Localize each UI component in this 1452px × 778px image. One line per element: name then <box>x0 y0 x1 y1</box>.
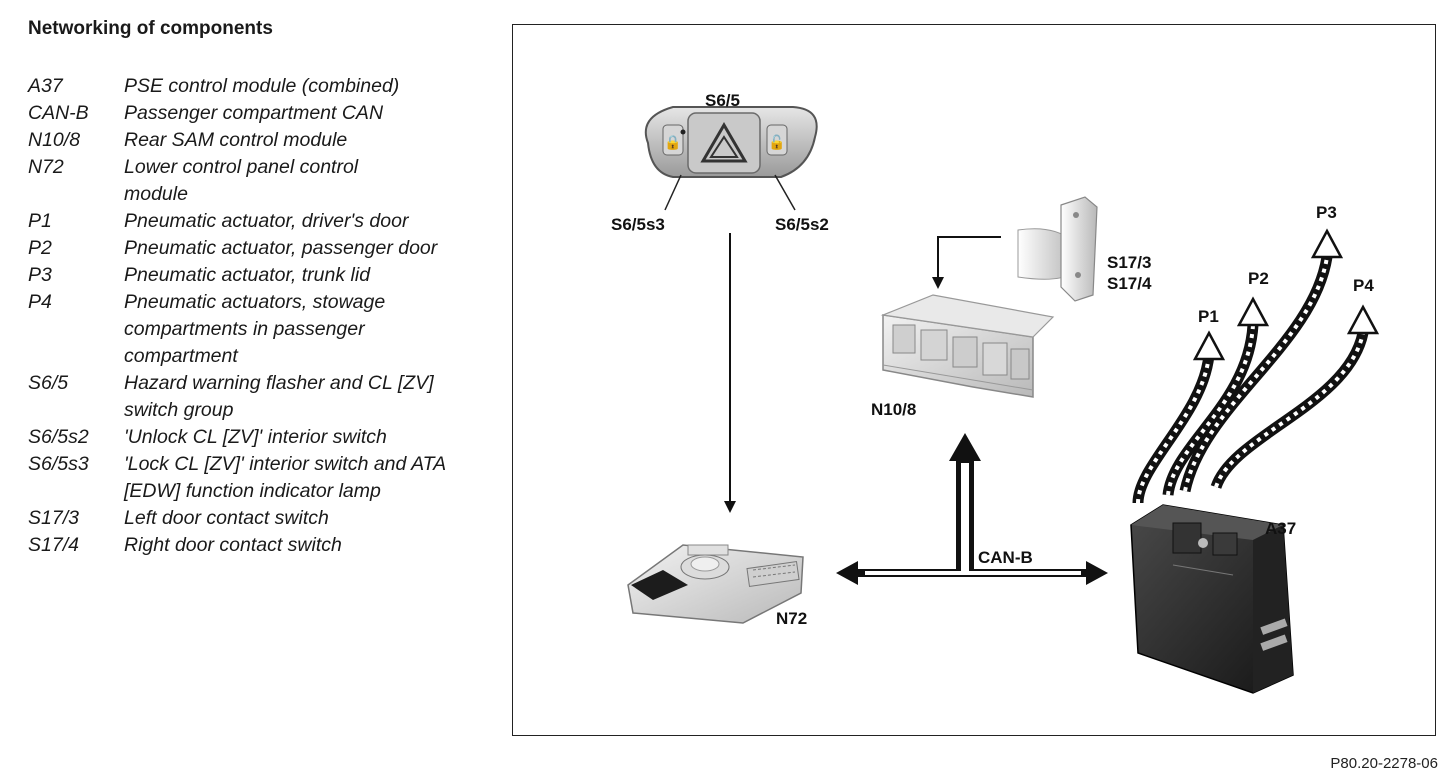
hazard-triangle-icon <box>700 122 748 163</box>
legend-item: P3 Pneumatic actuator, trunk lid <box>28 262 498 289</box>
lock-icon: 🔒 <box>664 134 681 151</box>
p2-arrow-icon <box>1236 296 1270 327</box>
legend-desc: Pneumatic actuators, stowage compartment… <box>124 291 386 367</box>
legend-desc: Left door contact switch <box>124 507 329 529</box>
legend-code: S6/5s2 <box>28 426 89 448</box>
unlock-button <box>766 124 788 156</box>
legend-code: S17/3 <box>28 507 79 529</box>
s6-5-to-n72-arrow <box>724 233 736 513</box>
legend-desc: Rear SAM control module <box>124 129 348 151</box>
legend-item: P2 Pneumatic actuator, passenger door <box>28 235 498 262</box>
p4-arrow-icon <box>1346 304 1380 335</box>
door-contact-switch <box>1017 196 1098 302</box>
label-s6-5s2: S6/5s2 <box>775 215 829 234</box>
legend-desc: Lower control panel control module <box>124 156 359 205</box>
legend-item: N10/8 Rear SAM control module <box>28 127 498 154</box>
legend-item: P4 Pneumatic actuators, stowage compartme… <box>28 289 498 370</box>
legend-item: S6/5s3 'Lock CL [ZV]' interior switch and… <box>28 451 498 505</box>
legend-code: S17/4 <box>28 534 79 556</box>
legend-code: A37 <box>28 75 63 97</box>
legend-desc: 'Unlock CL [ZV]' interior switch <box>124 426 387 448</box>
component-legend: A37 PSE control module (combined) CAN-B Pa… <box>28 73 498 559</box>
indicator-lamp-icon <box>680 129 686 135</box>
legend-desc: Pneumatic actuator, driver's door <box>124 210 409 232</box>
pneumatic-line-p2 <box>1162 296 1270 496</box>
legend-code: S6/5 <box>28 372 69 394</box>
legend-code: P3 <box>28 264 52 286</box>
lock-button <box>662 124 684 156</box>
network-diagram: 🔒 🔓 <box>512 24 1436 736</box>
figure-id: P80.20-2278-06 <box>1330 755 1438 772</box>
legend-item: N72 Lower control panel control module <box>28 154 428 208</box>
pneumatic-line-p1 <box>1132 330 1226 504</box>
leader-line <box>774 174 796 211</box>
label-s17-4: S17/4 <box>1107 274 1152 293</box>
can-b-bus <box>836 433 1108 585</box>
legend-desc: Passenger compartment CAN <box>124 102 384 124</box>
lower-control-panel-module <box>627 544 804 624</box>
legend-desc: PSE control module (combined) <box>124 75 400 97</box>
pneumatic-line-p4 <box>1210 304 1380 490</box>
p1-arrow-icon <box>1192 330 1226 361</box>
legend-desc: Right door contact switch <box>124 534 342 556</box>
rear-sam-module <box>880 294 1055 398</box>
legend-code: N10/8 <box>28 129 81 151</box>
diagram-canvas: 🔒 🔓 <box>627 106 1380 694</box>
legend-item: P1 Pneumatic actuator, driver's door <box>28 208 498 235</box>
legend-item: S17/3 Left door contact switch <box>28 505 498 532</box>
hazard-button <box>687 112 761 174</box>
legend-code: P1 <box>28 210 52 232</box>
legend-desc: Pneumatic actuator, trunk lid <box>124 264 371 286</box>
label-s6-5s3: S6/5s3 <box>611 215 665 234</box>
legend-code: CAN-B <box>28 102 89 124</box>
legend-item: S17/4 Right door contact switch <box>28 532 498 559</box>
legend-code: N72 <box>28 156 64 178</box>
legend-desc: 'Lock CL [ZV]' interior switch and ATA [… <box>124 453 446 502</box>
label-n10-8: N10/8 <box>871 400 917 419</box>
legend-code: S6/5s3 <box>28 453 89 475</box>
pse-control-module <box>1130 504 1294 694</box>
legend-item: S6/5s2 'Unlock CL [ZV]' interior switch <box>28 424 498 451</box>
page-title: Networking of components <box>28 18 273 39</box>
unlock-icon: 🔓 <box>768 134 785 151</box>
pneumatic-line-p3 <box>1179 228 1344 493</box>
s17-to-n10-8-arrow <box>932 236 1001 289</box>
legend-desc: Pneumatic actuator, passenger door <box>124 237 438 259</box>
label-n72: N72 <box>776 609 808 628</box>
legend-code: P2 <box>28 237 52 259</box>
legend-item: CAN-B Passenger compartment CAN <box>28 100 498 127</box>
leader-line <box>664 174 682 211</box>
label-s17-3: S17/3 <box>1107 253 1152 272</box>
label-p2: P2 <box>1248 269 1269 288</box>
p3-arrow-icon <box>1310 228 1344 259</box>
legend-item: S6/5 Hazard warning flasher and CL [ZV] s… <box>28 370 498 424</box>
legend-item: A37 PSE control module (combined) <box>28 73 498 100</box>
legend-code: P4 <box>28 291 52 313</box>
label-p1: P1 <box>1198 307 1219 326</box>
label-p3: P3 <box>1316 203 1337 222</box>
hazard-switch-group: 🔒 🔓 <box>644 106 818 211</box>
label-can-b: CAN-B <box>978 548 1033 567</box>
legend-desc: Hazard warning flasher and CL [ZV] switc… <box>124 372 434 421</box>
label-a37: A37 <box>1265 519 1297 538</box>
label-p4: P4 <box>1353 276 1374 295</box>
label-s6-5: S6/5 <box>705 91 740 110</box>
pneumatic-lines <box>1132 228 1380 504</box>
